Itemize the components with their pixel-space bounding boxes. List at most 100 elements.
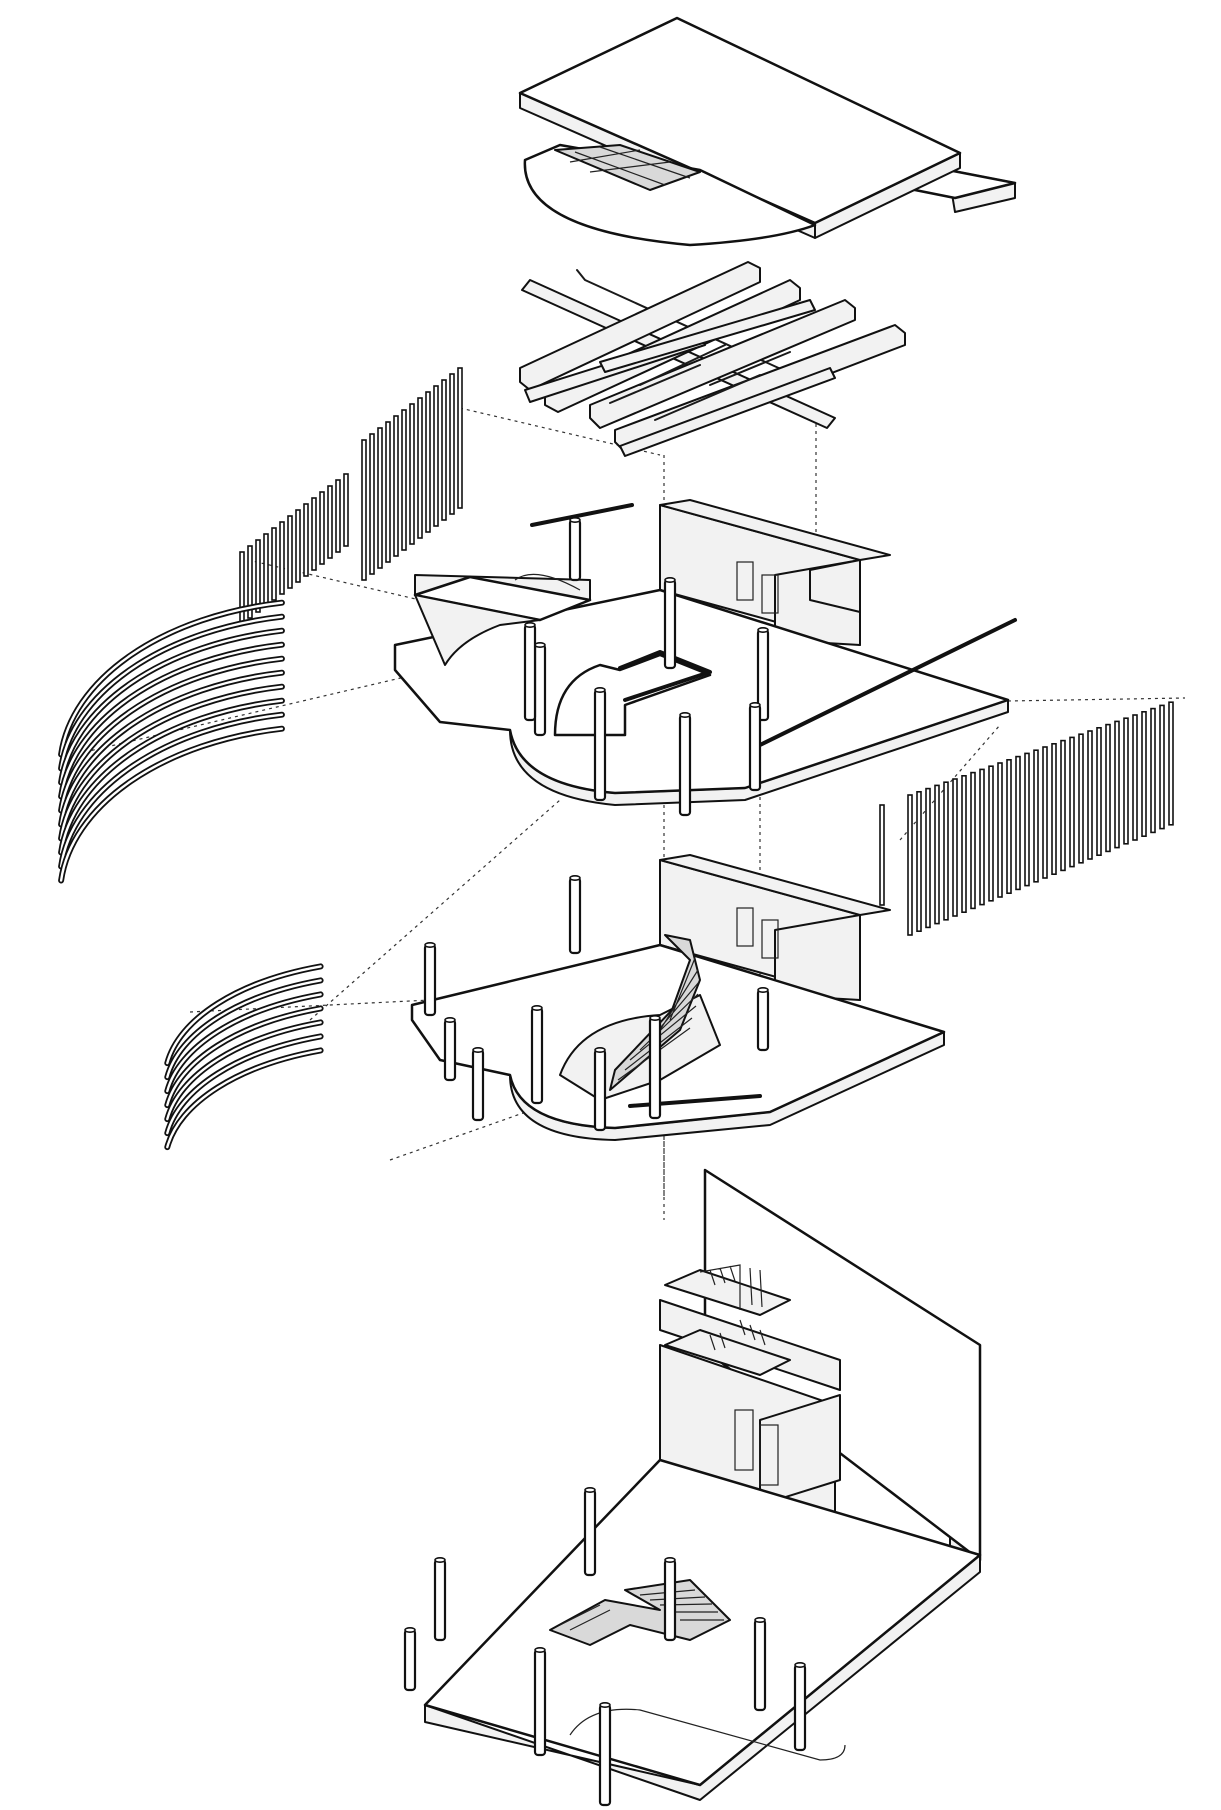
- facade-fin: [343, 473, 349, 547]
- upper-column: [533, 643, 547, 737]
- truss-crossbar: [599, 299, 816, 373]
- upper-column: [663, 578, 677, 670]
- ground-feature-stair: [549, 1579, 731, 1646]
- facade-fin: [1132, 714, 1138, 841]
- facade-fin: [1033, 749, 1039, 883]
- louver-band-inner: [59, 713, 284, 868]
- middle-core-wall-top: [659, 854, 891, 916]
- truss-crossbar: [619, 367, 836, 457]
- facade-fin: [907, 794, 913, 936]
- upper-column: [568, 518, 582, 582]
- facade-fin: [401, 409, 407, 551]
- facade-fin: [247, 545, 253, 619]
- facade-fin: [239, 551, 245, 625]
- upper-door: [736, 561, 754, 601]
- middle-column-cap: [444, 1016, 456, 1023]
- ground-column: [583, 1488, 597, 1577]
- ground-mezzanine: [659, 1299, 841, 1391]
- upper-left-fins: [239, 367, 463, 625]
- ground-column-cap: [599, 1702, 611, 1709]
- facade-fin: [295, 509, 301, 583]
- ground-column-cap: [754, 1617, 766, 1624]
- ground-column-cap: [794, 1662, 806, 1669]
- facade-fin: [1042, 746, 1048, 879]
- ground-column: [433, 1558, 447, 1642]
- middle-column: [530, 1006, 544, 1105]
- facade-fin: [1141, 710, 1147, 837]
- upper-column-cap: [664, 576, 676, 583]
- facade-fin: [361, 439, 367, 581]
- louver-band: [58, 711, 285, 870]
- upper-columns: [523, 516, 770, 817]
- middle-column-cap: [594, 1047, 606, 1054]
- upper-handrail: [530, 503, 634, 527]
- ground-column: [793, 1663, 807, 1752]
- upper-door: [761, 574, 779, 614]
- facade-fin: [943, 781, 949, 921]
- louver-band-inner: [166, 1007, 322, 1107]
- facade-fin: [1060, 739, 1066, 872]
- middle-column: [593, 1048, 607, 1132]
- facade-fin: [1150, 707, 1156, 834]
- upper-column-cap: [534, 641, 546, 648]
- facade-fin: [961, 774, 967, 913]
- middle-column: [443, 1018, 457, 1082]
- facade-fin: [255, 539, 261, 613]
- upper-right-fins: [879, 701, 1174, 936]
- facade-fin: [393, 415, 399, 557]
- ground-column-cap: [664, 1557, 676, 1564]
- guide-line: [769, 697, 1186, 706]
- louver-band-inner: [166, 965, 322, 1065]
- facade-fin: [385, 421, 391, 563]
- facade-fin: [970, 771, 976, 910]
- facade-fin: [1159, 704, 1165, 830]
- facade-fin: [369, 433, 375, 575]
- upper-core-return: [809, 559, 861, 613]
- louver-band: [58, 697, 285, 856]
- louver-band-inner: [59, 699, 284, 854]
- ground-column: [533, 1648, 547, 1757]
- louver-band-inner: [59, 601, 284, 756]
- middle-column: [471, 1048, 485, 1122]
- facade-fin: [425, 391, 431, 533]
- louver-band-inner: [59, 615, 284, 770]
- middle-column: [423, 943, 437, 1017]
- facade-fin: [1105, 723, 1111, 853]
- facade-fin: [335, 479, 341, 553]
- middle-column-cap: [424, 941, 436, 948]
- louver-band-inner: [166, 1049, 322, 1149]
- facade-fin: [319, 491, 325, 565]
- middle-floor: [410, 854, 946, 1141]
- facade-fin: [1051, 742, 1057, 875]
- middle-curved-louvers: [164, 963, 324, 1151]
- louver-band-inner: [59, 657, 284, 812]
- atrium-rim: [618, 650, 712, 702]
- louver-band-inner: [59, 685, 284, 840]
- middle-column-cap: [472, 1047, 484, 1054]
- middle-column-cap: [531, 1004, 543, 1011]
- facade-fin: [879, 804, 885, 906]
- facade-fin: [979, 768, 985, 906]
- facade-fin: [377, 427, 383, 569]
- upper-column-cap: [757, 626, 769, 633]
- facade-fin: [279, 521, 285, 595]
- truss-web: [609, 344, 791, 421]
- facade-fin: [1087, 730, 1093, 860]
- ground-column: [598, 1703, 612, 1807]
- canopy-curve: [414, 594, 541, 666]
- ground-column: [403, 1628, 417, 1692]
- facade-fin: [916, 790, 922, 932]
- roof-truss-grid: [519, 261, 906, 457]
- facade-fin: [327, 485, 333, 559]
- ground-stair-balusters: [699, 1264, 766, 1351]
- upper-floor: [393, 499, 1017, 806]
- middle-door: [736, 907, 754, 947]
- ground-column: [663, 1558, 677, 1642]
- middle-column-cap: [569, 874, 581, 881]
- facade-fin: [457, 367, 463, 509]
- ground-column-cap: [434, 1557, 446, 1564]
- upper-column: [593, 688, 607, 802]
- ground-column-cap: [584, 1487, 596, 1494]
